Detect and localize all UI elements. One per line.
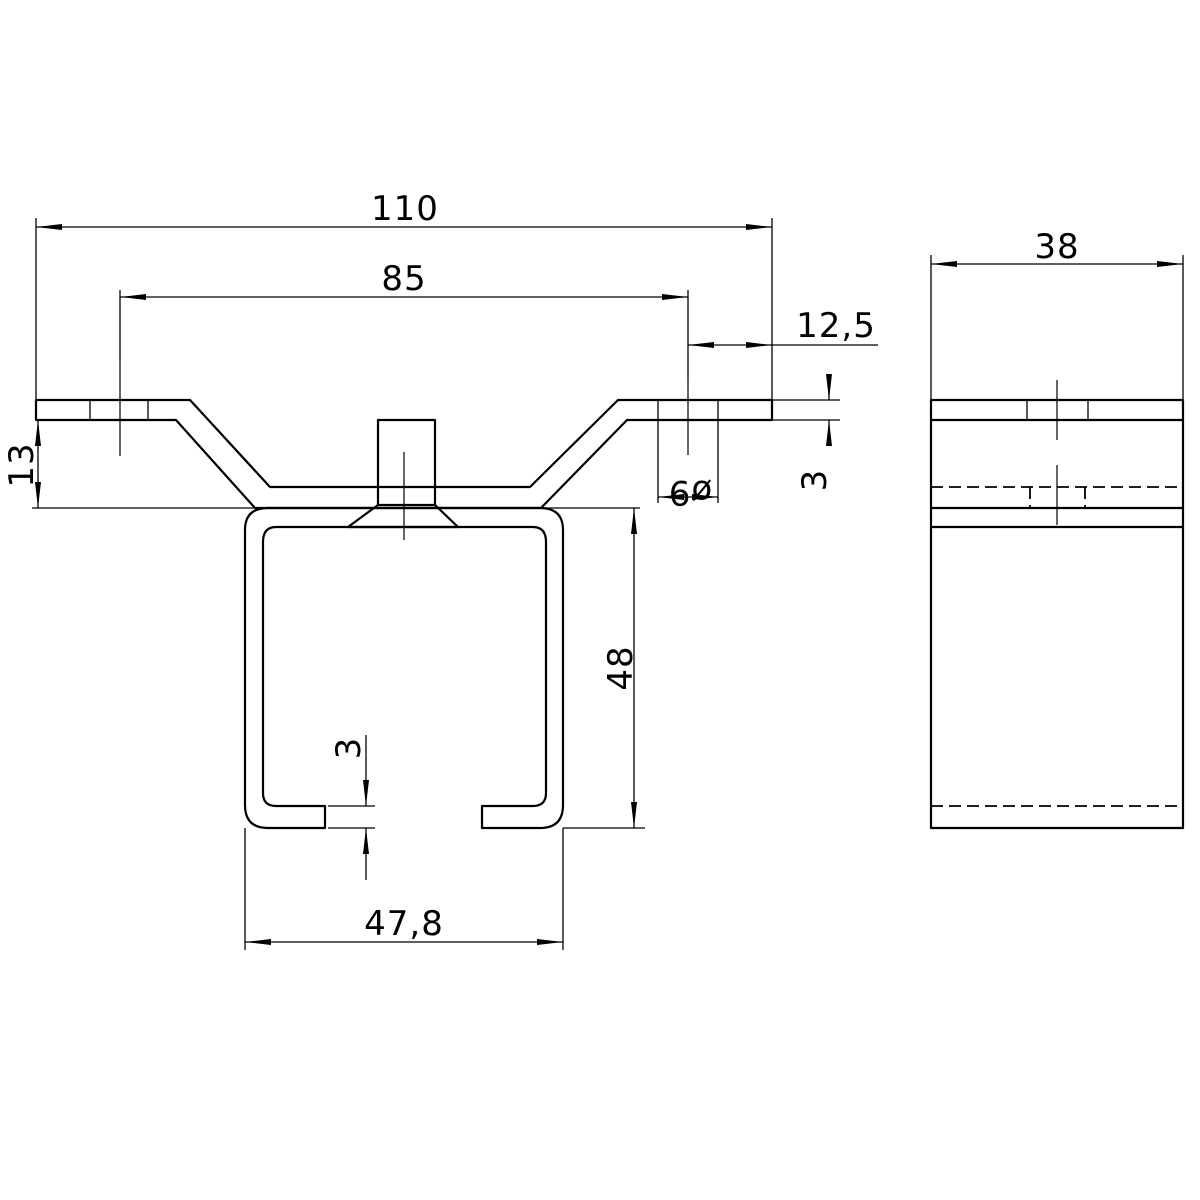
dim-label-3-lip: 3 [329, 737, 369, 760]
dim-label-47-8: 47,8 [364, 904, 444, 944]
dim-label-13: 13 [2, 442, 42, 487]
dim-label-12-5: 12,5 [796, 306, 876, 346]
front-view [34, 360, 774, 830]
dim-label-48: 48 [601, 645, 641, 690]
front-dimensions: 110 85 12,5 13 3 ø9 48 3 [2, 189, 878, 950]
dim-label-3-plate: 3 [795, 469, 835, 492]
side-view [929, 380, 1185, 830]
dim-label-110: 110 [371, 189, 439, 229]
dim-label-85: 85 [381, 259, 426, 299]
dim-label-38: 38 [1034, 227, 1079, 267]
bolt-stud [376, 418, 437, 507]
dim-label-d9: ø9 [668, 472, 712, 512]
c-profile-outer [243, 506, 565, 830]
side-dimensions: 38 [930, 227, 1184, 400]
